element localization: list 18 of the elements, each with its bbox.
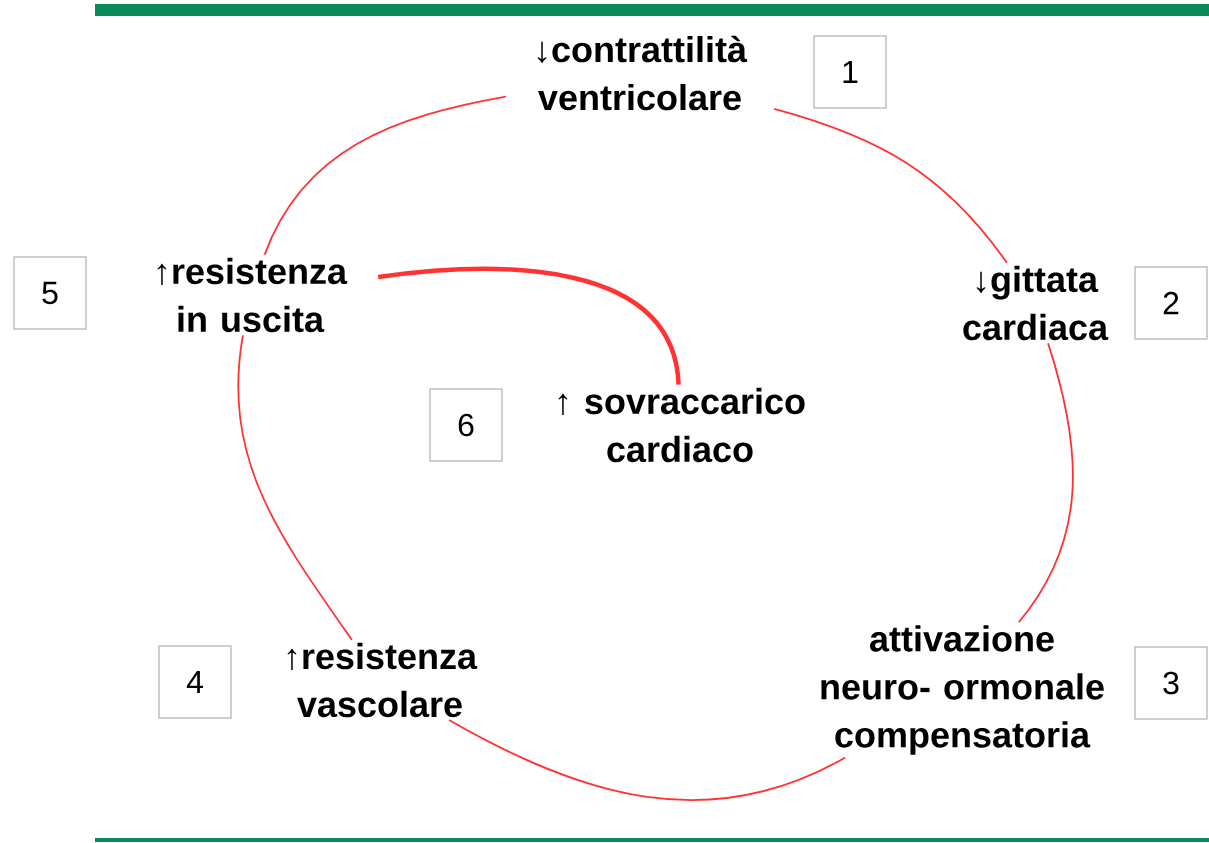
cycle-step-text: ↑resistenza vascolare: [287, 642, 478, 718]
arc-connector: [263, 95, 507, 256]
cycle-step-text: ↑ sovraccarico cardiaco: [558, 387, 805, 463]
cycle-step-text: attivazione neuro- ormonale compensatoria: [821, 625, 1104, 755]
step-number-box: 1: [813, 35, 887, 109]
arc-connector: [237, 334, 353, 641]
cycle-step-text: ↓gittata cardiaca: [963, 265, 1109, 341]
step-number-box: 5: [13, 256, 87, 330]
arc-connector: [448, 719, 847, 801]
arc-connector: [773, 108, 1008, 264]
step-number-box: 2: [1134, 266, 1208, 340]
arc-connector: [377, 266, 681, 385]
step-number-box: 4: [158, 645, 232, 719]
arc-connector: [1017, 342, 1074, 624]
cycle-step-text: ↓contrattilità ventricolare: [537, 35, 748, 111]
step-number-box: 6: [429, 388, 503, 462]
step-number-box: 3: [1134, 646, 1208, 720]
cycle-step-text: ↑resistenza in uscita: [157, 257, 348, 333]
